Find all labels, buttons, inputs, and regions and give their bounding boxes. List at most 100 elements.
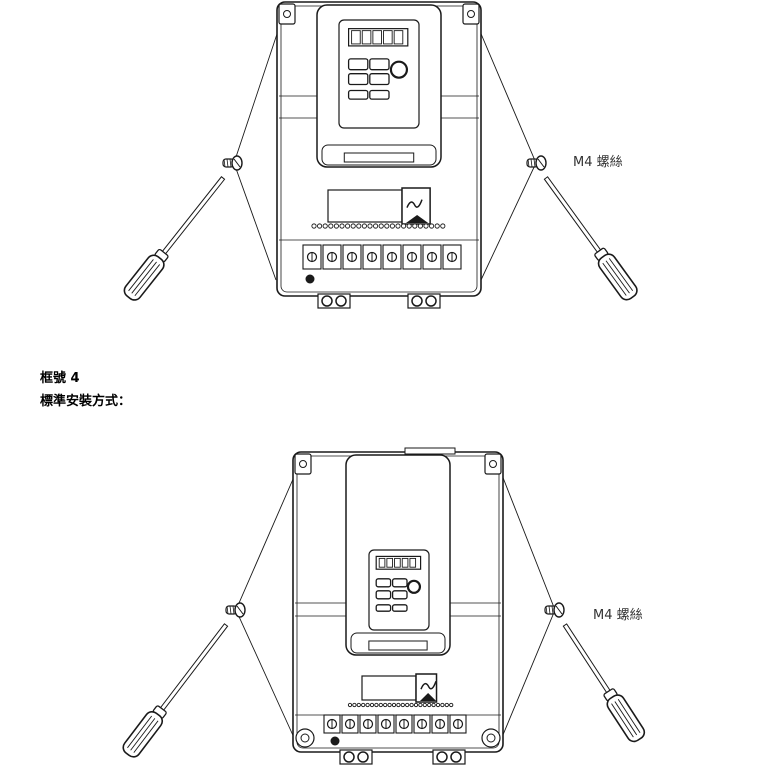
handle-groove	[130, 718, 156, 751]
bracket-screw	[321, 295, 333, 307]
eject-arrow-icon	[406, 215, 429, 223]
control-terminal	[317, 223, 323, 229]
control-terminal	[391, 702, 397, 708]
cover-slot	[343, 152, 415, 163]
mounting-title: 標準安裝方式：	[40, 394, 132, 409]
led-digit	[386, 557, 394, 568]
run-button	[347, 89, 369, 100]
screwdriver-left	[122, 623, 229, 758]
keypad-button	[375, 590, 392, 600]
thread-line	[551, 605, 554, 615]
control-terminal	[345, 223, 351, 229]
control-terminal	[406, 223, 412, 229]
screw-slot	[236, 605, 244, 615]
control-terminal	[328, 223, 334, 229]
control-terminal	[395, 223, 401, 229]
handle-groove	[133, 720, 159, 753]
handle-groove	[608, 258, 634, 292]
thread-line	[545, 605, 548, 615]
led-digit	[351, 30, 361, 45]
screw-slot	[537, 158, 545, 168]
control-terminal	[409, 702, 414, 708]
mounting-hole	[299, 460, 307, 468]
control-terminal	[378, 223, 384, 229]
screwdriver-shaft	[562, 623, 611, 694]
handle-groove	[617, 699, 641, 734]
keypad-button	[369, 73, 390, 86]
ground-terminal	[330, 736, 340, 746]
control-terminal	[401, 223, 407, 229]
thread-line	[226, 605, 229, 615]
control-terminal	[412, 223, 418, 229]
cover-slot	[368, 640, 428, 651]
control-terminal	[440, 702, 445, 708]
mounting-hole	[489, 460, 497, 468]
thread-line	[533, 158, 536, 168]
bracket-screw	[425, 295, 437, 307]
control-terminal	[322, 223, 328, 229]
led-digit	[378, 557, 386, 568]
m4-screw-left	[222, 155, 243, 171]
screwdriver-shaft	[159, 623, 229, 711]
control-terminal	[413, 702, 419, 708]
control-terminal	[352, 702, 357, 708]
thread-line	[229, 158, 232, 168]
speed-knob	[389, 60, 409, 79]
bracket-screw	[343, 751, 355, 763]
bracket-screw	[450, 751, 462, 763]
m4-screw-left	[225, 602, 246, 618]
comm-icon	[420, 680, 437, 690]
control-terminal	[356, 223, 362, 229]
screwdriver-body	[122, 623, 229, 758]
handle-groove	[131, 261, 157, 294]
control-terminal	[311, 223, 317, 229]
led-digit	[409, 557, 417, 568]
inverter-drive	[276, 1, 482, 309]
handle-groove	[605, 260, 630, 294]
control-terminal	[431, 702, 436, 708]
screwdriver-body	[562, 623, 646, 743]
mounting-hole	[486, 733, 496, 743]
control-terminal	[383, 702, 388, 708]
mounting-hole	[283, 10, 291, 18]
control-terminal	[361, 223, 367, 229]
handle-groove	[127, 715, 153, 749]
screw-label-bottom: M4 螺絲	[593, 608, 643, 623]
handle-groove	[602, 262, 627, 296]
control-terminal	[427, 702, 432, 708]
control-terminal	[333, 223, 339, 229]
screw-slot	[233, 158, 241, 168]
control-terminal	[365, 702, 370, 708]
screwdriver-right	[543, 176, 638, 301]
frame3-installation-figure	[123, 1, 638, 309]
control-terminal	[417, 223, 423, 229]
control-terminal	[449, 702, 454, 708]
screwdriver-body	[543, 176, 638, 301]
label-window	[327, 189, 403, 223]
m4-screw-right	[544, 602, 565, 618]
control-terminal	[435, 702, 441, 708]
control-terminal	[396, 702, 401, 708]
screwdriver-right	[562, 623, 646, 743]
control-terminal	[374, 702, 379, 708]
comm-port	[415, 673, 438, 703]
thread-line	[226, 158, 229, 168]
control-terminal	[339, 223, 345, 229]
keypad-button	[375, 578, 392, 588]
control-terminal	[422, 702, 427, 708]
control-terminal	[384, 223, 390, 229]
screwdriver-body	[123, 176, 226, 301]
keypad-button	[391, 578, 408, 588]
handle-groove	[614, 701, 638, 736]
stop-button	[391, 604, 408, 612]
stop-button	[369, 89, 390, 100]
bracket-screw	[436, 751, 448, 763]
keypad-button	[391, 590, 408, 600]
control-terminal	[373, 223, 379, 229]
led-digit	[393, 30, 404, 45]
speed-knob	[406, 579, 422, 594]
control-terminal	[389, 223, 395, 229]
cover-lip	[321, 144, 437, 166]
control-terminal	[429, 223, 435, 229]
thread-line	[548, 605, 551, 615]
